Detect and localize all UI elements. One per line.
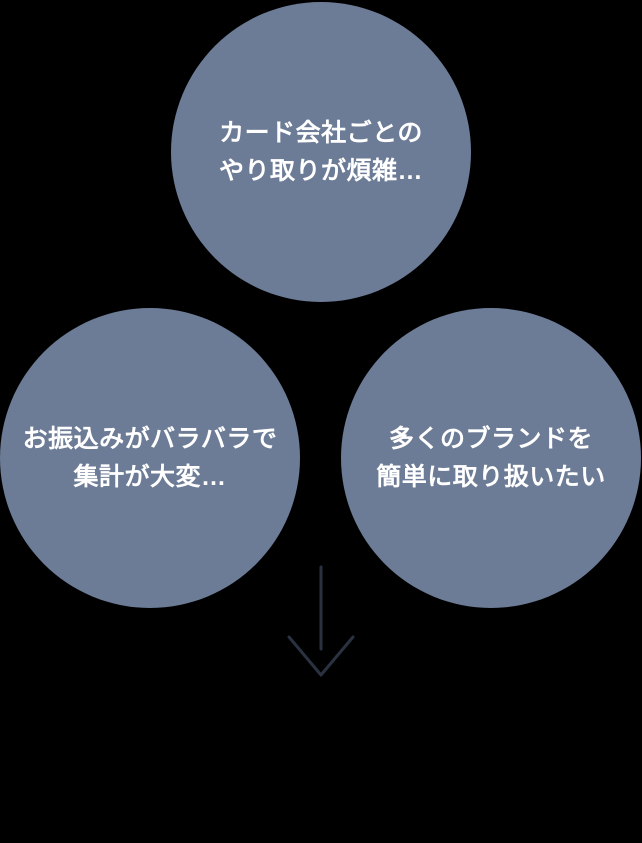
lower-band (0, 690, 642, 843)
bubble-transfer-scattered-label: お振込みがバラバラで 集計が大変… (22, 425, 278, 491)
bubble-transfer-scattered: お振込みがバラバラで 集計が大変… (0, 308, 300, 608)
arrow-down-icon (287, 565, 355, 677)
bubble-card-company-label: カード会社ごとの やり取りが煩雑… (218, 119, 423, 185)
bubble-many-brands: 多くのブランドを 簡単に取り扱いたい (341, 308, 641, 608)
bubble-many-brands-label: 多くのブランドを 簡単に取り扱いたい (376, 425, 606, 491)
bubble-card-company: カード会社ごとの やり取りが煩雑… (171, 2, 471, 302)
